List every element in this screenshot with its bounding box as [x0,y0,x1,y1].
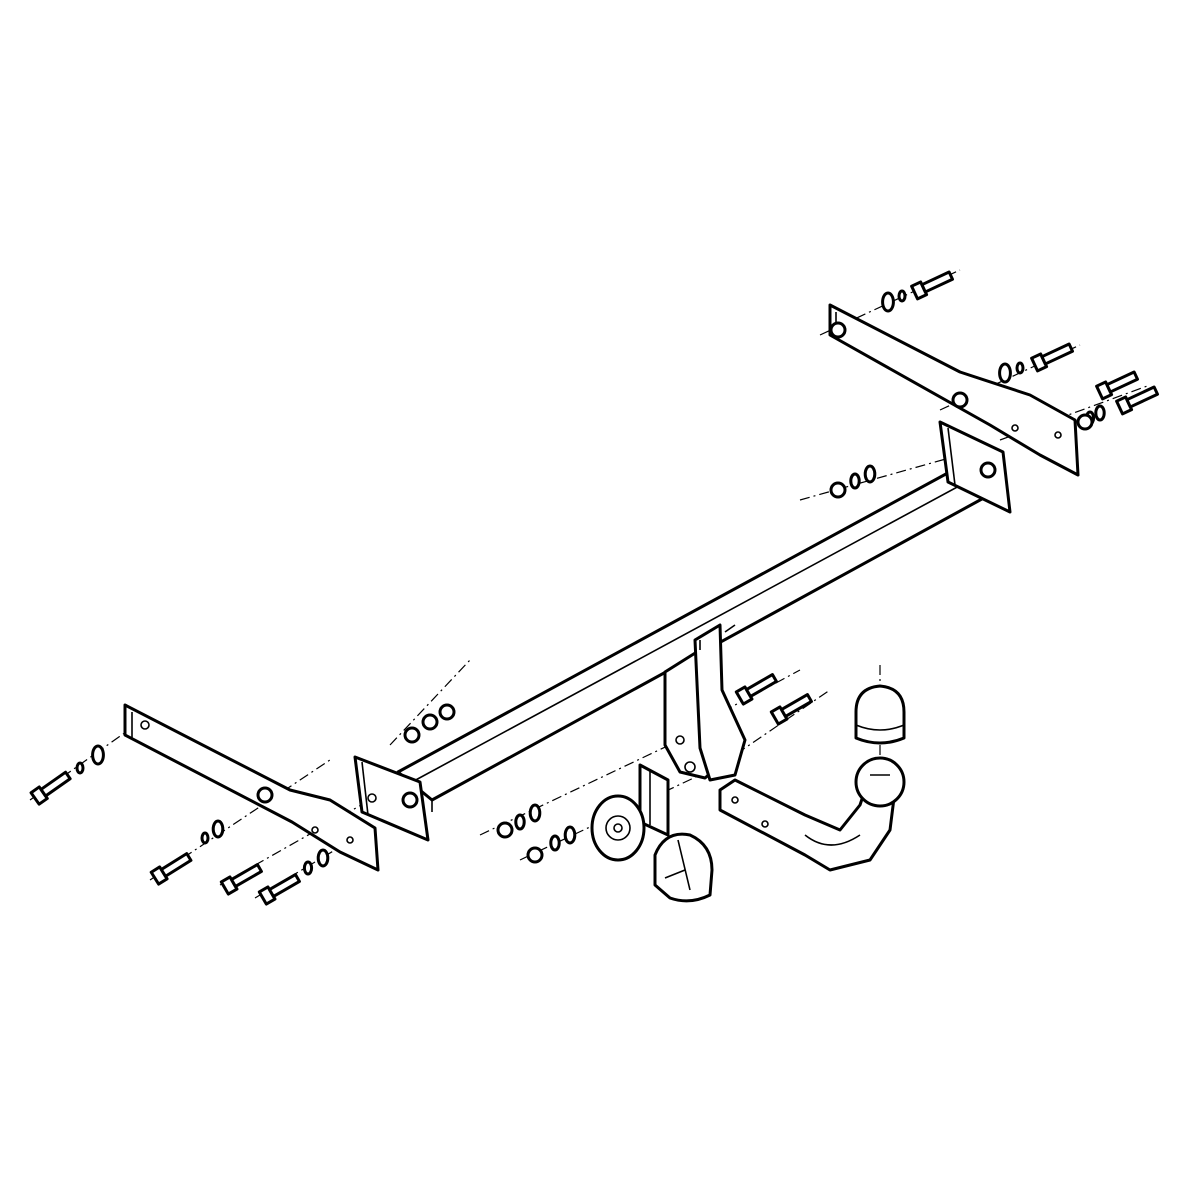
bolt [769,693,813,726]
electrical-socket [590,794,646,862]
nut [403,726,421,744]
nut [829,321,847,339]
washer [863,464,877,484]
nut [951,391,969,409]
tow-ball [854,756,906,808]
right-end-plate [938,420,1012,514]
nut [256,786,274,804]
nut [526,846,544,864]
socket-bracket [638,763,670,837]
nut [438,703,456,721]
washer [563,825,577,845]
washer [549,834,561,852]
socket-cover [653,832,714,903]
bolt [219,863,263,896]
washer [897,289,907,303]
nut [1076,413,1094,431]
washer [211,819,225,839]
washer [998,362,1012,384]
washer [1015,361,1025,375]
nut [401,791,419,809]
nut [496,821,514,839]
bolt [1095,370,1140,401]
left-end-plate [353,755,430,842]
washer [200,831,210,845]
bolt [29,770,72,806]
washer [514,813,526,831]
washer [75,761,85,775]
washer [316,848,330,868]
washer [881,291,895,313]
bolt [734,673,778,706]
nut [421,713,439,731]
washer [1094,404,1106,422]
bolt [149,852,193,886]
center-drop-bracket [663,623,747,782]
ball-cap [854,684,906,745]
bolt [1030,342,1075,373]
nut [829,481,847,499]
washer [91,744,105,766]
bolt [1115,385,1160,416]
bolt [257,873,301,906]
washer [528,803,542,823]
bolt [910,270,955,301]
left-side-bracket [123,703,380,872]
washer [849,472,861,490]
washer [302,860,314,876]
fasteners [29,270,1160,906]
